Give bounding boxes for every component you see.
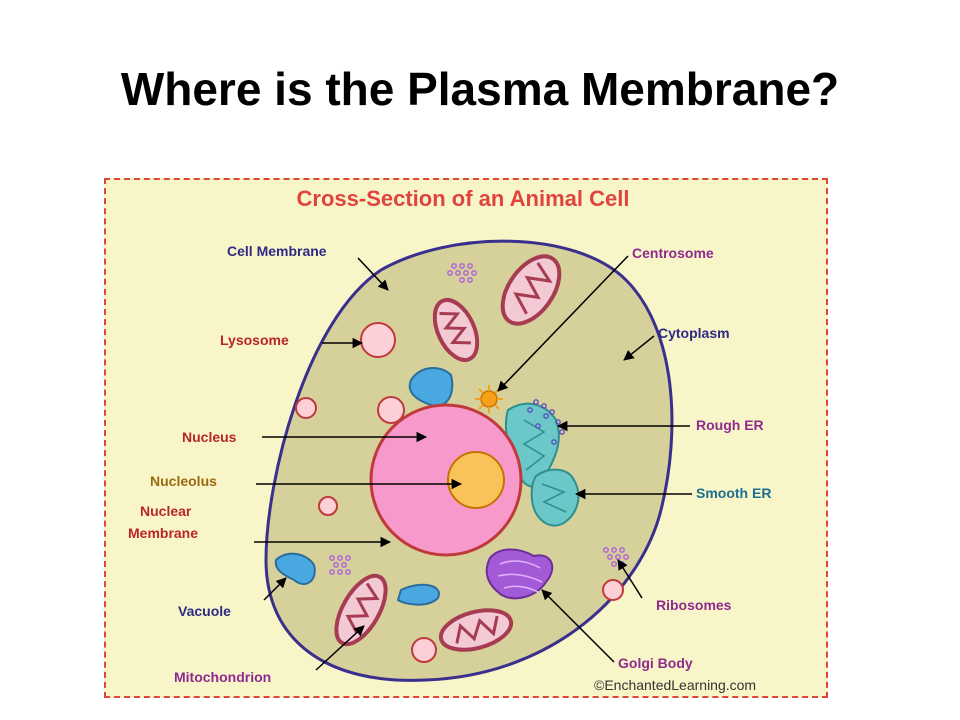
cell-diagram-canvas: Cross-Section of an Animal Cell — [128, 186, 771, 693]
lysosome-1 — [360, 322, 396, 358]
lysosome-6 — [602, 579, 624, 601]
label-nuclear-membrane-line2: Membrane — [128, 525, 198, 541]
slide-title: Where is the Plasma Membrane? — [120, 63, 840, 115]
vacuole-bottom — [396, 583, 440, 606]
lysosome-4 — [318, 496, 338, 516]
label-nuclear-membrane-line1: Nuclear — [140, 503, 192, 519]
golgi-body — [485, 548, 554, 600]
lysosome-2 — [377, 396, 405, 424]
centrosome — [475, 385, 503, 413]
label-ribosomes: Ribosomes — [656, 597, 732, 613]
cell-diagram: Cross-Section of an Animal Cell — [104, 178, 828, 698]
label-lysosome: Lysosome — [220, 332, 289, 348]
vacuole-upper — [408, 367, 454, 407]
mitochondrion-top-right — [500, 254, 562, 326]
label-golgi-body: Golgi Body — [618, 655, 693, 671]
ribosome-cluster-bottom — [329, 554, 352, 575]
figure-title: Cross-Section of an Animal Cell — [297, 186, 630, 211]
smooth-er — [530, 468, 580, 527]
arrow-golgi-body — [541, 589, 615, 663]
mitochondrion-bottom — [438, 608, 514, 652]
nucleolus — [447, 451, 505, 509]
lysosome-5 — [411, 637, 437, 663]
label-cytoplasm: Cytoplasm — [658, 325, 730, 341]
vacuole-lower-left — [274, 552, 316, 585]
mitochondrion-upper — [432, 298, 480, 362]
arrow-mitochondrion — [315, 625, 365, 671]
arrow-centrosome — [497, 255, 629, 392]
mitochondrion-lower-left — [334, 573, 388, 647]
label-nucleus: Nucleus — [182, 429, 237, 445]
label-nucleolus: Nucleolus — [150, 473, 217, 489]
arrow-cell-membrane — [357, 257, 389, 291]
label-cell-membrane: Cell Membrane — [227, 243, 327, 259]
credit-text: ©EnchantedLearning.com — [594, 677, 756, 693]
arrow-cytoplasm — [623, 335, 655, 361]
label-vacuole: Vacuole — [178, 603, 231, 619]
ribosome-cluster-top — [446, 263, 477, 284]
label-smooth-er: Smooth ER — [696, 485, 771, 501]
label-rough-er: Rough ER — [696, 417, 764, 433]
lysosome-3 — [295, 397, 317, 419]
label-centrosome: Centrosome — [632, 245, 714, 261]
nucleus — [369, 403, 523, 557]
arrow-vacuole — [263, 577, 287, 601]
label-mitochondrion: Mitochondrion — [174, 669, 271, 685]
arrow-ribosomes — [617, 559, 643, 599]
